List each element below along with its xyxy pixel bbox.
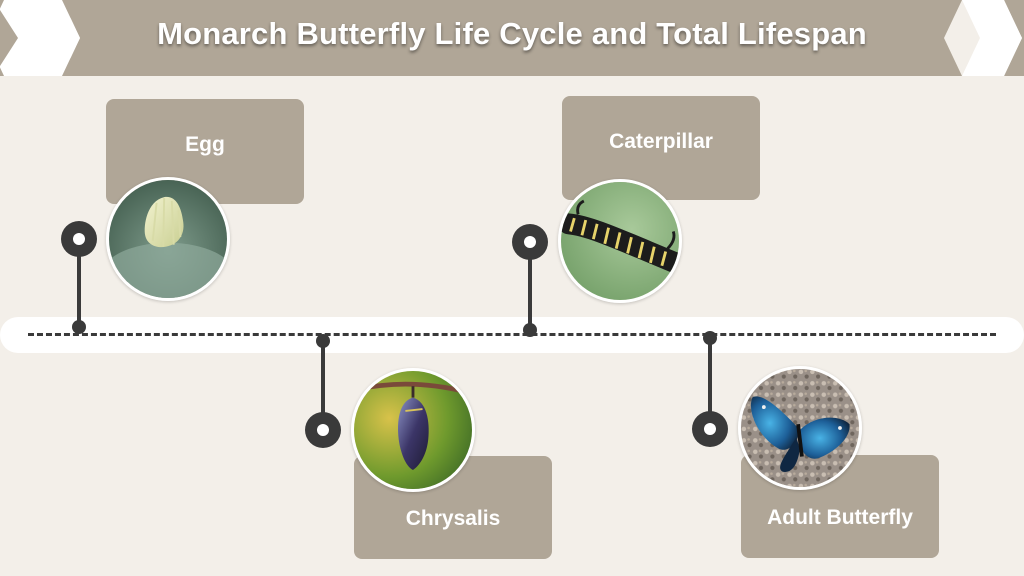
butterfly-photo-icon [738, 366, 862, 490]
title-banner: Monarch Butterfly Life Cycle and Total L… [0, 0, 1024, 76]
caterpillar-photo-icon [558, 179, 682, 303]
stage-adult-butterfly-line-dot [703, 331, 717, 345]
stage-adult-butterfly-label: Adult Butterfly [767, 506, 913, 529]
chrysalis-photo-icon [351, 368, 475, 492]
stage-caterpillar-label: Caterpillar [609, 130, 713, 153]
stage-chrysalis-line-dot [316, 334, 330, 348]
page-title: Monarch Butterfly Life Cycle and Total L… [157, 16, 867, 51]
stage-egg-label: Egg [185, 133, 225, 156]
stage-egg-connector [77, 256, 81, 328]
stage-chrysalis-label: Chrysalis [405, 507, 501, 530]
stage-egg-node [61, 221, 97, 257]
timeline-dashed-line [28, 333, 996, 336]
stage-chrysalis-connector [321, 340, 325, 415]
banner-notch-right [962, 0, 1022, 76]
egg-photo-icon [106, 177, 230, 301]
banner-notch-left [0, 0, 80, 76]
stage-adult-butterfly-node [692, 411, 728, 447]
stage-caterpillar-label-box: Caterpillar [562, 96, 760, 200]
stage-caterpillar-node [512, 224, 548, 260]
stage-adult-butterfly-connector [708, 340, 712, 415]
stage-chrysalis-node [305, 412, 341, 448]
stage-caterpillar-connector [528, 258, 532, 328]
stage-caterpillar-line-dot [523, 323, 537, 337]
stage-egg-line-dot [72, 320, 86, 334]
